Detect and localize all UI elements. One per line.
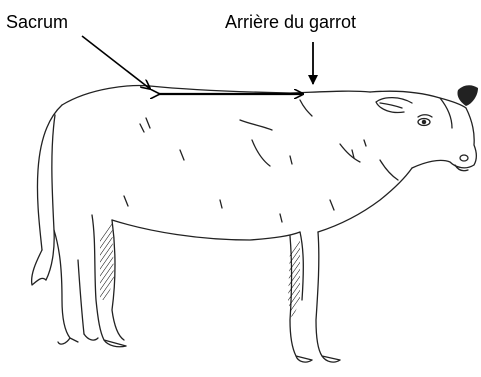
front-leg-shadow xyxy=(288,240,300,320)
garrot-label: Arrière du garrot xyxy=(225,12,356,32)
sacrum-label: Sacrum xyxy=(6,12,68,32)
horn-shape xyxy=(457,85,478,106)
sacrum-pointer-arrow xyxy=(82,36,149,88)
cow-outline xyxy=(32,86,477,363)
back-leg-shadow xyxy=(100,222,114,300)
